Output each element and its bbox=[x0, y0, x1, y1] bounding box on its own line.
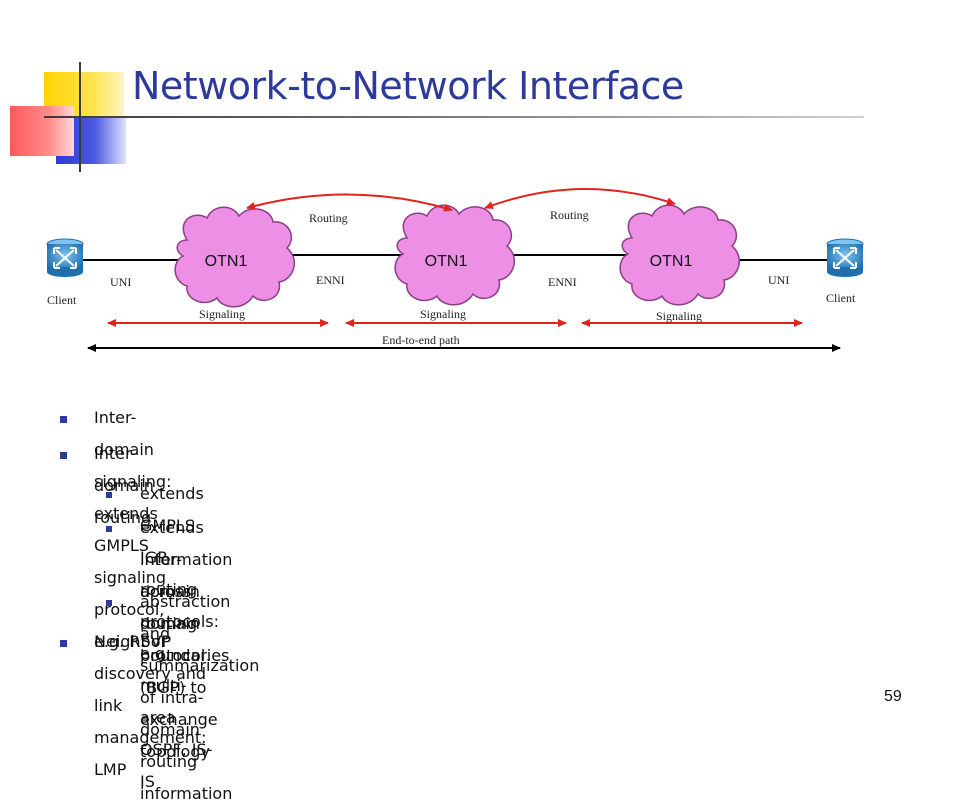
bullet-text: Inter-domain signaling: extends GMPLS si… bbox=[94, 408, 172, 651]
cloud-otn1-right: OTN1 bbox=[619, 204, 741, 306]
bullet-marker bbox=[60, 640, 67, 647]
enni-label-right: ENNI bbox=[548, 275, 577, 289]
sub-bullet-marker bbox=[106, 492, 112, 498]
sub-bullet-text-continued: information across domain boundaries bbox=[140, 550, 233, 665]
sub-bullet-marker bbox=[106, 600, 112, 606]
router-icon bbox=[46, 238, 84, 277]
routing-arrow-left bbox=[246, 193, 453, 212]
uni-label-left: UNI bbox=[110, 275, 131, 289]
sub-bullet-marker bbox=[106, 526, 112, 532]
bullet-text: Inter-domain routing bbox=[94, 444, 154, 527]
enni-label-left: ENNI bbox=[316, 273, 345, 287]
slide-title: Network-to-Network Interface bbox=[132, 64, 684, 108]
bullet-text: Neighbor discovery and link management: … bbox=[94, 632, 207, 779]
routing-arrow-right bbox=[484, 187, 676, 209]
routing-label-right: Routing bbox=[550, 208, 589, 222]
router-icon bbox=[826, 238, 864, 277]
cloud-label: OTN1 bbox=[205, 253, 248, 270]
uni-label-right: UNI bbox=[768, 273, 789, 287]
cloud-otn1-left: OTN1 bbox=[174, 206, 296, 308]
end-to-end-label: End-to-end path bbox=[382, 333, 460, 347]
signaling-label-1: Signaling bbox=[199, 307, 245, 321]
client-label-right: Client bbox=[826, 291, 856, 305]
title-underline bbox=[44, 116, 864, 118]
routing-label-left: Routing bbox=[309, 211, 348, 225]
cloud-label: OTN1 bbox=[425, 253, 468, 270]
cloud-label: OTN1 bbox=[650, 253, 693, 270]
signaling-label-2: Signaling bbox=[420, 307, 466, 321]
bullet-marker bbox=[60, 452, 67, 459]
cloud-otn1-middle: OTN1 bbox=[394, 204, 516, 306]
deco-red-square bbox=[10, 106, 74, 156]
signaling-label-3: Signaling bbox=[656, 309, 702, 323]
network-diagram: OTN1 OTN1 OTN1 Client Client UNI ENNI EN… bbox=[46, 187, 864, 352]
client-label-left: Client bbox=[47, 293, 77, 307]
page-number: 59 bbox=[884, 688, 902, 705]
bullet-marker bbox=[60, 416, 67, 423]
